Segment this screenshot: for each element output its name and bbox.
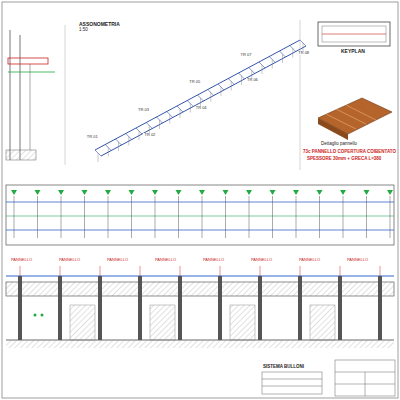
- keyplan: [318, 22, 390, 46]
- sheet-label: SISTEMA BULLONI: [262, 365, 305, 370]
- sheet-label: ASSONOMETRIA: [78, 22, 121, 28]
- sheet-label: SPESSORE 30mm + GRECA L=380: [306, 157, 382, 162]
- elevation-strip: [6, 185, 394, 245]
- building-section: [6, 266, 394, 348]
- callout-label: PANNELLO: [202, 258, 225, 262]
- axonometric-beam: [95, 40, 306, 162]
- sheet-label: KEYPLAN: [340, 49, 366, 55]
- callout-label: TR 05: [188, 80, 201, 84]
- title-block: [262, 360, 395, 396]
- section-detail: [6, 25, 65, 165]
- callout-label: TR 08: [297, 51, 310, 55]
- callout-label: PANNELLO: [10, 258, 33, 262]
- sheet-label: Dettaglio pannello: [320, 142, 358, 147]
- callout-label: PANNELLO: [58, 258, 81, 262]
- sheet-label: 1:50: [78, 28, 89, 33]
- callout-label: TR 02: [143, 133, 156, 137]
- callout-label: TR 04: [195, 106, 208, 110]
- callout-label: PANNELLO: [106, 258, 129, 262]
- sheet-label: 73c PANNELLO COPERTURA COIBENTATO: [302, 150, 397, 155]
- callout-label: PANNELLO: [250, 258, 273, 262]
- callout-label: PANNELLO: [298, 258, 321, 262]
- callout-label: PANNELLO: [154, 258, 177, 262]
- callout-label: PANNELLO: [346, 258, 369, 262]
- callout-label: TR 01: [86, 135, 99, 139]
- callout-label: TR 07: [240, 53, 253, 57]
- callout-label: TR 06: [246, 78, 259, 82]
- callout-label: TR 03: [137, 108, 150, 112]
- panel-detail: [318, 98, 392, 140]
